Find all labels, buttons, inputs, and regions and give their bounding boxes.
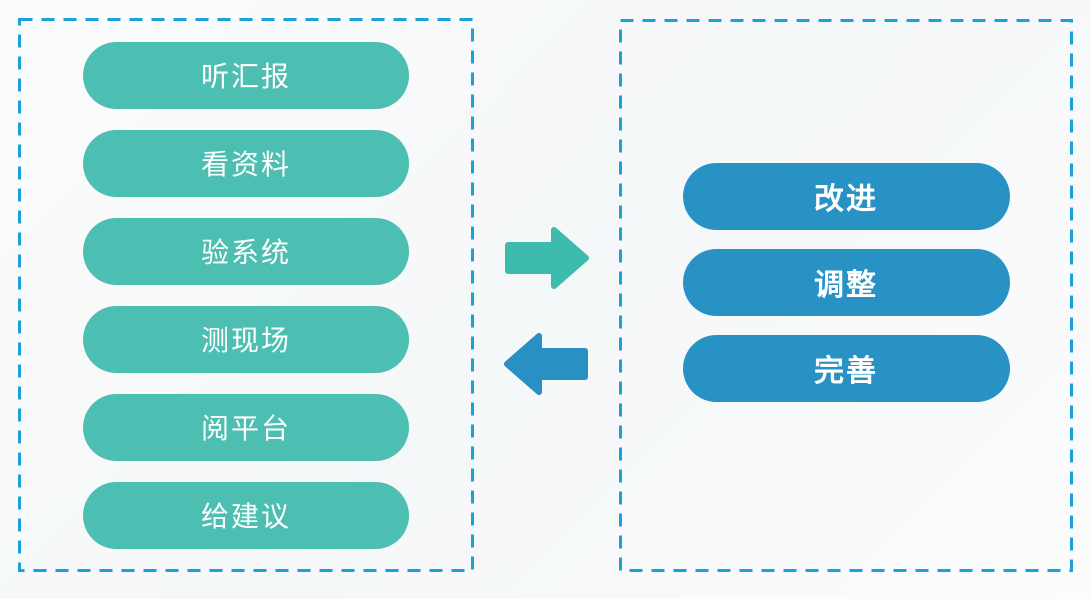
list-item: 听汇报 <box>83 41 409 109</box>
list-item: 完善 <box>682 334 1010 402</box>
list-item: 给建议 <box>83 481 409 549</box>
list-item: 测现场 <box>83 305 409 373</box>
list-item: 阅平台 <box>83 393 409 461</box>
list-item: 看资料 <box>83 129 409 197</box>
arrow-left-icon <box>503 332 589 396</box>
right-pill-list: 改进 调整 完善 <box>619 19 1073 572</box>
left-pill-list: 听汇报 看资料 验系统 测现场 阅平台 给建议 <box>18 18 474 572</box>
right-dashed-box: 改进 调整 完善 <box>619 19 1073 572</box>
list-item: 调整 <box>682 248 1010 316</box>
list-item: 改进 <box>682 162 1010 230</box>
list-item: 验系统 <box>83 217 409 285</box>
left-dashed-box: 听汇报 看资料 验系统 测现场 阅平台 给建议 <box>18 18 474 572</box>
arrow-right-icon <box>504 226 590 290</box>
